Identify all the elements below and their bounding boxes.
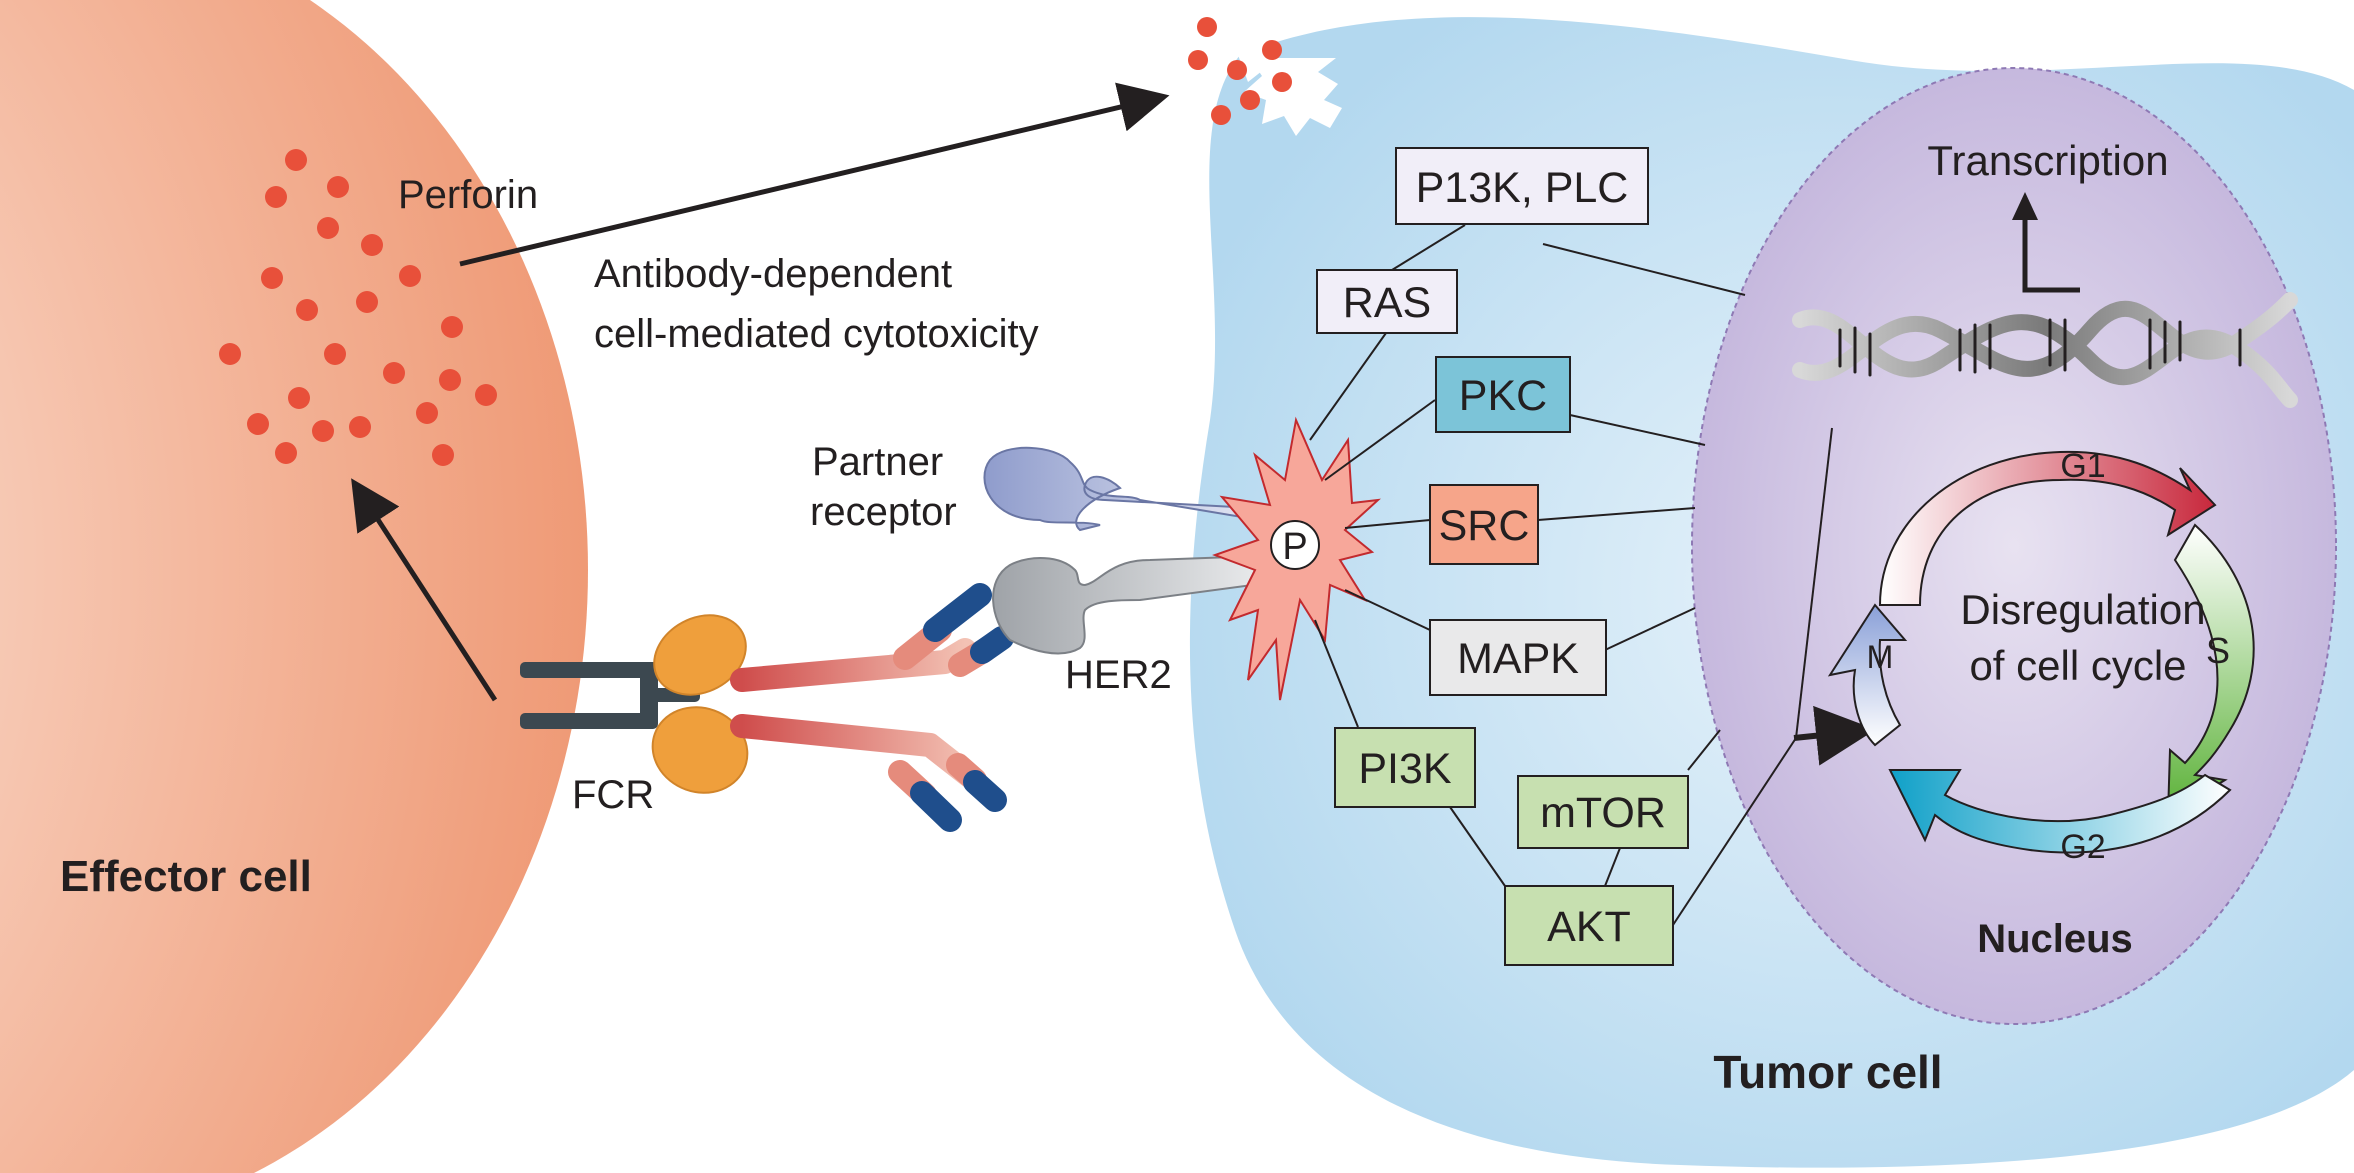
svg-text:SRC: SRC — [1439, 502, 1530, 550]
svg-text:PKC: PKC — [1459, 372, 1547, 420]
s-label: S — [2206, 630, 2230, 671]
effector-cell — [0, 0, 588, 1173]
partner-receptor-label-line1: Partner — [812, 440, 943, 484]
antibody — [730, 583, 1014, 832]
phospho-circle — [1270, 520, 1320, 570]
mapk-node: MAPK — [1429, 619, 1607, 696]
partner-receptor-label-line2: receptor — [810, 490, 957, 534]
effector-cell-label: Effector cell — [60, 852, 312, 901]
g2-label: G2 — [2060, 828, 2105, 866]
nucleus — [1691, 67, 2337, 1025]
adcc-label-line2: cell-mediated cytotoxicity — [594, 312, 1039, 356]
m-label: M — [1867, 639, 1894, 675]
ras-node: RAS — [1316, 269, 1458, 334]
svg-text:RAS: RAS — [1343, 279, 1431, 327]
g1-arrow — [1878, 450, 2217, 606]
svg-text:PI3K: PI3K — [1358, 745, 1452, 793]
transcription-arrowhead — [2012, 192, 2038, 220]
perforin-release — [1188, 17, 1342, 136]
svg-text:P13K, PLC: P13K, PLC — [1416, 164, 1629, 212]
partner-receptor — [983, 446, 1291, 532]
s-arrow — [2166, 523, 2255, 817]
adcc-label-line1: Antibody-dependent — [594, 252, 952, 296]
adcc-arrow — [459, 82, 1170, 267]
cell-cycle — [1827, 450, 2255, 854]
cycle-label-line1: Disregulation — [1960, 586, 2205, 633]
perforin-granules — [219, 149, 497, 466]
g1-label: G1 — [2060, 447, 2105, 485]
perforin-label: Perforin — [398, 173, 538, 217]
pi3k-plc-node: P13K, PLC — [1395, 147, 1649, 225]
svg-text:MAPK: MAPK — [1457, 635, 1579, 683]
m-arrow — [1827, 603, 1908, 747]
tumor-cell-label: Tumor cell — [1713, 1046, 1942, 1098]
cycle-label-line2: of cell cycle — [1969, 642, 2186, 689]
transcription-arrow — [2022, 215, 2080, 293]
svg-text:AKT: AKT — [1547, 903, 1631, 951]
nucleus-label: Nucleus — [1977, 917, 2133, 961]
fcr-to-perforin-arrow — [351, 478, 498, 702]
src-node: SRC — [1429, 484, 1539, 565]
pathway-connections — [1309, 224, 1833, 926]
akt-to-cycle-arrow — [1793, 705, 1876, 766]
fcr-label: FCR — [572, 773, 654, 817]
fc-receptor — [520, 614, 749, 794]
mtor-node: mTOR — [1517, 775, 1689, 849]
g2-arrow — [1888, 769, 2232, 854]
her2-receptor — [992, 553, 1291, 655]
pkc-node: PKC — [1435, 356, 1571, 433]
akt-node: AKT — [1504, 885, 1674, 966]
her2-label: HER2 — [1065, 653, 1172, 697]
svg-text:mTOR: mTOR — [1540, 789, 1666, 837]
phospho-label: P — [1282, 526, 1307, 568]
pi3k-node: PI3K — [1334, 727, 1476, 808]
dna-helix — [1792, 292, 2298, 408]
transcription-label: Transcription — [1927, 137, 2168, 184]
